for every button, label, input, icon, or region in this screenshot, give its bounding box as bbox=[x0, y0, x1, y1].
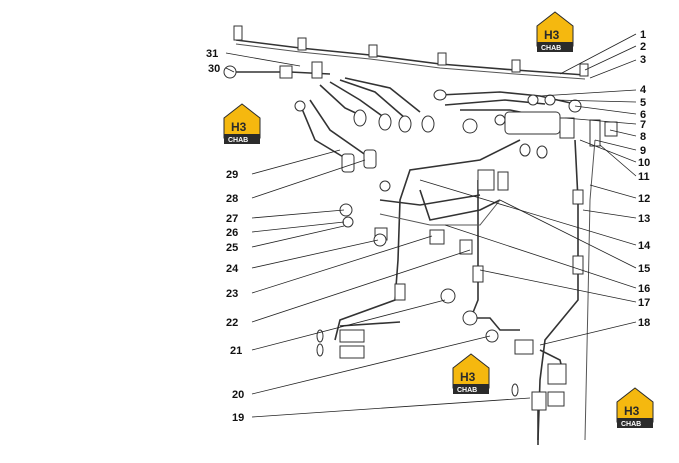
callout-30: 30 bbox=[208, 63, 220, 75]
brand-logo-top: H3 CHAB bbox=[536, 11, 574, 52]
callout-24: 24 bbox=[226, 263, 239, 275]
svg-text:CHAB: CHAB bbox=[457, 387, 477, 394]
callout-11: 11 bbox=[638, 171, 650, 183]
callout-12: 12 bbox=[638, 193, 650, 205]
callout-31: 31 bbox=[206, 48, 218, 60]
callout-17: 17 bbox=[638, 297, 650, 309]
callout-29: 29 bbox=[226, 169, 238, 181]
callout-16: 16 bbox=[638, 283, 650, 295]
callout-25: 25 bbox=[226, 242, 238, 254]
pump-manifold bbox=[433, 89, 618, 159]
callout-10: 10 bbox=[638, 157, 650, 169]
callout-13: 13 bbox=[638, 213, 650, 225]
lower-fittings bbox=[316, 310, 567, 445]
callout-2: 2 bbox=[640, 41, 646, 53]
svg-text:CHAB: CHAB bbox=[621, 421, 641, 428]
callout-22: 22 bbox=[226, 317, 238, 329]
callout-27: 27 bbox=[226, 213, 238, 225]
fuel-rail-assembly bbox=[223, 25, 589, 80]
brand-logo-bottom: H3 CHAB bbox=[452, 353, 490, 394]
callout-4: 4 bbox=[640, 84, 647, 96]
leader-lines bbox=[225, 33, 637, 418]
callout-23: 23 bbox=[226, 288, 238, 300]
callout-1: 1 bbox=[640, 29, 646, 41]
svg-text:H3: H3 bbox=[460, 370, 476, 384]
callout-20: 20 bbox=[232, 389, 244, 401]
svg-text:H3: H3 bbox=[231, 120, 247, 134]
callout-5: 5 bbox=[640, 97, 646, 109]
callout-26: 26 bbox=[226, 227, 238, 239]
callout-18: 18 bbox=[638, 317, 650, 329]
svg-text:H3: H3 bbox=[544, 28, 560, 42]
callout-7: 7 bbox=[640, 119, 646, 131]
injector-lines-left bbox=[294, 77, 435, 173]
brand-logo-right: H3 CHAB bbox=[616, 387, 654, 428]
svg-text:CHAB: CHAB bbox=[228, 137, 248, 144]
callout-19: 19 bbox=[232, 412, 244, 424]
callout-15: 15 bbox=[638, 263, 650, 275]
callout-28: 28 bbox=[226, 193, 238, 205]
brand-logo-left: H3 CHAB bbox=[223, 103, 261, 144]
callout-6: 6 bbox=[640, 109, 646, 121]
callout-3: 3 bbox=[640, 54, 646, 66]
callout-21: 21 bbox=[230, 345, 242, 357]
callout-8: 8 bbox=[640, 131, 646, 143]
callout-14: 14 bbox=[638, 240, 651, 252]
svg-text:H3: H3 bbox=[624, 404, 640, 418]
callout-numbers: 1 2 3 4 5 6 7 8 9 10 11 12 13 14 15 16 1… bbox=[206, 29, 651, 424]
svg-text:CHAB: CHAB bbox=[541, 45, 561, 52]
callout-9: 9 bbox=[640, 145, 646, 157]
return-lines bbox=[334, 139, 596, 441]
